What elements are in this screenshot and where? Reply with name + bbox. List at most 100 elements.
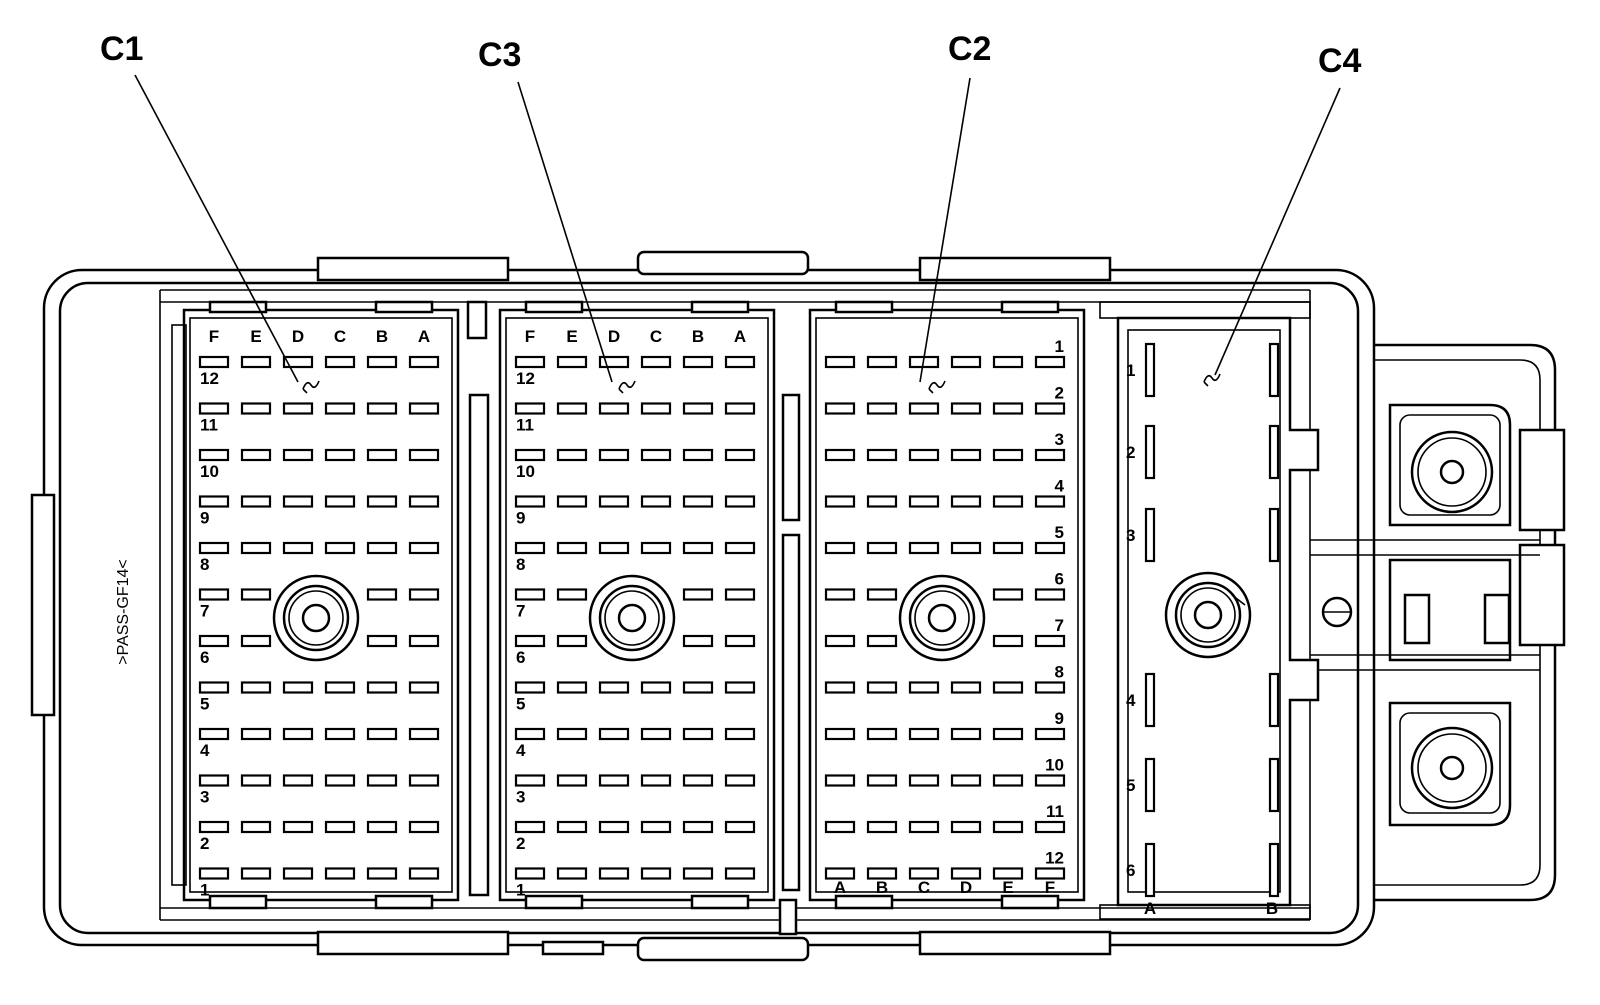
terminal-pin bbox=[282, 867, 314, 880]
c4-column-letter: B bbox=[1266, 899, 1278, 918]
terminal-pin bbox=[514, 727, 546, 741]
row-number: 5 bbox=[200, 695, 209, 714]
key-mark bbox=[618, 380, 636, 390]
terminal-pin bbox=[240, 355, 272, 369]
terminal-pin bbox=[866, 681, 898, 694]
terminal-pin bbox=[240, 495, 272, 508]
terminal-pin bbox=[598, 774, 630, 787]
hub-center bbox=[617, 603, 647, 633]
terminal-pin bbox=[282, 355, 314, 369]
c4-hub-slot bbox=[1231, 594, 1246, 606]
c4-terminal-a bbox=[1144, 757, 1156, 813]
leader-c2 bbox=[919, 77, 971, 383]
terminal-pin bbox=[240, 402, 272, 415]
terminal-pin bbox=[640, 495, 672, 508]
terminal-pin bbox=[1034, 634, 1066, 648]
row-number: 4 bbox=[1055, 477, 1065, 496]
terminal-pin bbox=[724, 495, 756, 508]
key-mark bbox=[302, 380, 320, 390]
hub-ring-inner bbox=[914, 590, 970, 646]
terminal-pin bbox=[514, 634, 546, 648]
row-number: 2 bbox=[200, 834, 209, 853]
terminal-pin bbox=[324, 402, 356, 415]
separator-rib bbox=[468, 393, 490, 897]
terminal-pin bbox=[824, 681, 856, 694]
callout-c1: C1 bbox=[100, 30, 143, 68]
column-letter: A bbox=[418, 327, 430, 346]
row-number: 5 bbox=[1055, 523, 1064, 542]
row-number: 7 bbox=[1055, 616, 1064, 635]
terminal-pin bbox=[556, 495, 588, 508]
row-number: 4 bbox=[200, 741, 210, 760]
terminal-pin bbox=[724, 541, 756, 555]
c4-bottom-lip bbox=[1099, 904, 1311, 920]
separator-rib bbox=[781, 393, 801, 522]
terminal-pin bbox=[682, 448, 714, 462]
column-letter: A bbox=[834, 878, 846, 897]
terminal-pin bbox=[824, 867, 856, 880]
terminal-pin bbox=[556, 448, 588, 462]
terminal-pin bbox=[724, 681, 756, 694]
hub-center bbox=[301, 603, 331, 633]
terminal-pin bbox=[866, 495, 898, 508]
terminal-pin bbox=[240, 541, 272, 555]
terminal-pin bbox=[514, 681, 546, 694]
terminal-pin bbox=[682, 634, 714, 648]
terminal-pin bbox=[950, 774, 982, 787]
column-letter: E bbox=[250, 327, 261, 346]
terminal-pin bbox=[682, 727, 714, 741]
terminal-pin bbox=[324, 355, 356, 369]
terminal-pin bbox=[198, 588, 230, 601]
row-number: 3 bbox=[516, 788, 525, 807]
terminal-pin bbox=[992, 727, 1024, 741]
hub-ring bbox=[908, 584, 976, 652]
terminal-pin bbox=[1034, 355, 1066, 369]
terminal-pin bbox=[324, 495, 356, 508]
terminal-pin bbox=[908, 867, 940, 880]
row-number: 6 bbox=[200, 648, 209, 667]
terminal-pin bbox=[682, 774, 714, 787]
terminal-pin bbox=[724, 727, 756, 741]
terminal-pin bbox=[724, 634, 756, 648]
terminal-pin bbox=[1034, 820, 1066, 834]
terminal-pin bbox=[950, 727, 982, 741]
terminal-pin bbox=[908, 820, 940, 834]
terminal-pin bbox=[556, 820, 588, 834]
terminal-pin bbox=[324, 820, 356, 834]
terminal-pin bbox=[240, 727, 272, 741]
terminal-pin bbox=[556, 681, 588, 694]
terminal-pin bbox=[408, 495, 440, 508]
row-number: 2 bbox=[516, 834, 525, 853]
terminal-pin bbox=[950, 681, 982, 694]
terminal-pin bbox=[408, 681, 440, 694]
terminal-pin bbox=[682, 541, 714, 555]
terminal-pin bbox=[950, 495, 982, 508]
connector-body bbox=[815, 317, 1079, 893]
terminal-pin bbox=[408, 448, 440, 462]
column-letter: D bbox=[292, 327, 304, 346]
terminal-pin bbox=[282, 681, 314, 694]
column-letter: A bbox=[734, 327, 746, 346]
row-number: 4 bbox=[516, 741, 526, 760]
column-letter: E bbox=[566, 327, 577, 346]
terminal-pin bbox=[992, 495, 1024, 508]
terminal-pin bbox=[824, 448, 856, 462]
terminal-pin bbox=[198, 820, 230, 834]
terminal-pin bbox=[514, 820, 546, 834]
row-number: 12 bbox=[516, 369, 535, 388]
terminal-pin bbox=[240, 634, 272, 648]
column-letter: B bbox=[876, 878, 888, 897]
terminal-pin bbox=[1034, 402, 1066, 415]
terminal-pin bbox=[1034, 681, 1066, 694]
row-number: 1 bbox=[516, 881, 525, 900]
terminal-pin bbox=[366, 681, 398, 694]
key-mark bbox=[928, 380, 946, 390]
terminal-pin bbox=[640, 355, 672, 369]
terminal-pin bbox=[640, 402, 672, 415]
terminal-pin bbox=[866, 355, 898, 369]
c4-pin-number: 5 bbox=[1126, 776, 1135, 795]
column-letter: D bbox=[608, 327, 620, 346]
terminal-pin bbox=[198, 774, 230, 787]
terminal-pin bbox=[640, 774, 672, 787]
